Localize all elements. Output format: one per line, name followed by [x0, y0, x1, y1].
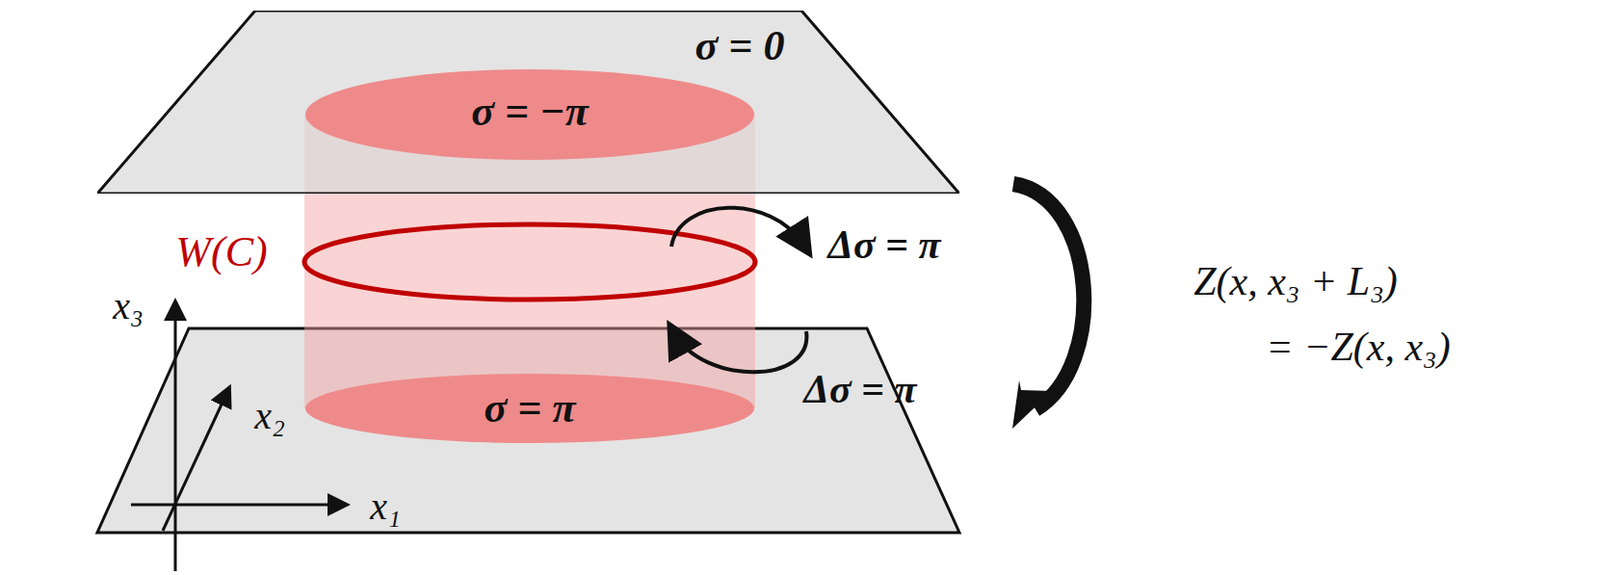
- phase-label: σ = −π: [471, 90, 588, 133]
- twist-arrow-head: [1012, 380, 1052, 429]
- wilson-loop: [304, 224, 756, 300]
- axis-label: x₃: [112, 287, 144, 326]
- axis-label: x₂: [254, 396, 286, 436]
- shift-arrow: [671, 208, 805, 247]
- axis: [162, 392, 228, 531]
- phase-label: σ = 0: [695, 25, 786, 68]
- axis: [174, 306, 178, 572]
- loop-label: W(C): [175, 231, 267, 274]
- equation: Z(x, x₃ + L₃): [1193, 261, 1398, 302]
- phase-label: σ = π: [484, 387, 577, 430]
- top-plane: σ = 0 σ = −π: [97, 10, 960, 194]
- equation: = −Z(x, x₃): [1265, 326, 1450, 368]
- shift-label: Δσ = π: [804, 368, 918, 410]
- top-cap: σ = −π: [304, 68, 756, 161]
- shift-arrow: [674, 331, 807, 372]
- bottom-cap: σ = π: [304, 372, 756, 445]
- axis-label: x₁: [369, 487, 401, 526]
- twist-arrow: [1013, 183, 1084, 410]
- axis: [131, 503, 342, 507]
- shift-label: Δσ = π: [828, 224, 942, 265]
